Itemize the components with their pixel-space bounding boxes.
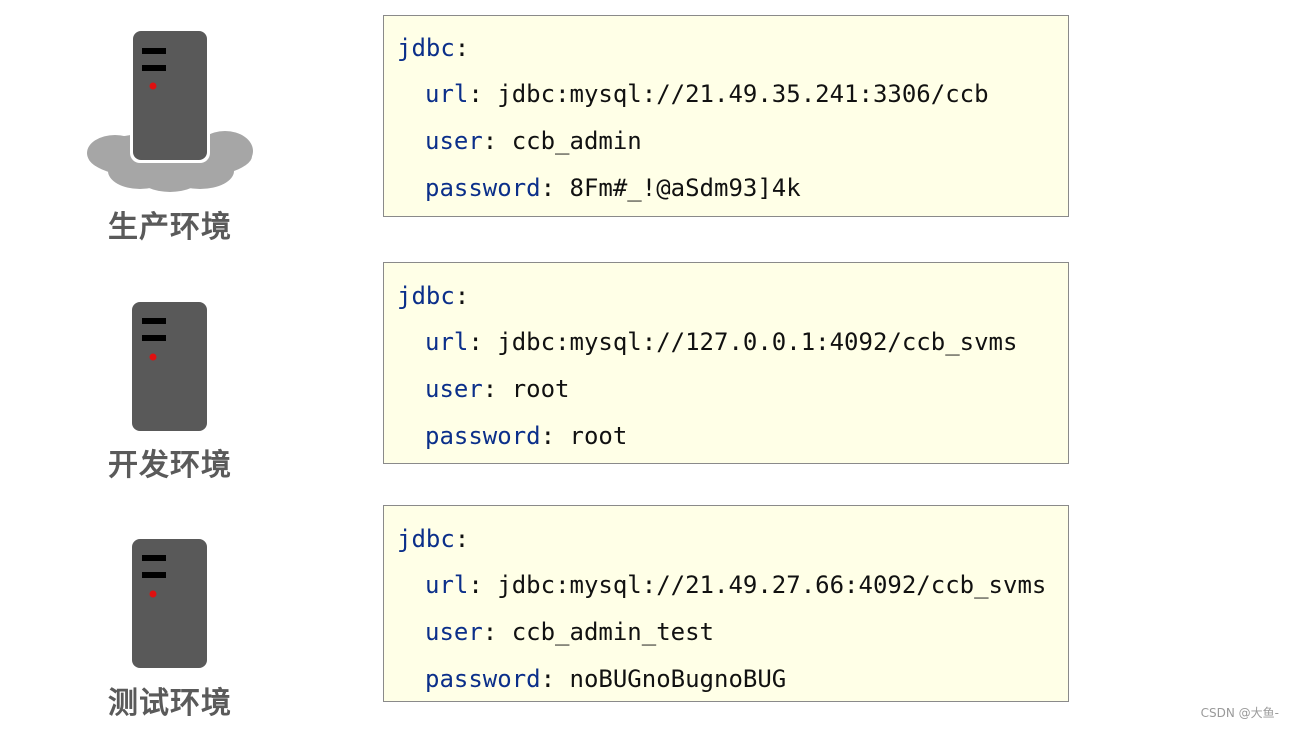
watermark: CSDN @大鱼- [1200, 706, 1279, 720]
config-root: jdbc: [397, 282, 470, 310]
yaml-value: jdbc:mysql://21.49.27.66:4092/ccb_svms [497, 571, 1047, 599]
server-icon [132, 302, 207, 431]
config-entry-url: url: jdbc:mysql://127.0.0.1:4092/ccb_svm… [425, 328, 1018, 356]
config-root: jdbc: [397, 34, 470, 62]
status-led [149, 353, 157, 361]
config-entry-user: user: ccb_admin_test [425, 618, 714, 646]
config-entry-url: url: jdbc:mysql://21.49.35.241:3306/ccb [425, 80, 989, 108]
yaml-key: password [425, 174, 541, 202]
config-entry-password: password: noBUGnoBugnoBUG [425, 665, 787, 693]
config-entry-user: user: ccb_admin [425, 127, 642, 155]
env-label: 生产环境 [108, 210, 232, 245]
server-body [132, 539, 207, 668]
yaml-key: password [425, 422, 541, 450]
yaml-value: root [511, 375, 570, 403]
server-body [132, 302, 207, 431]
yaml-key: url [425, 328, 469, 356]
yaml-value: ccb_admin_test [511, 618, 714, 646]
cloud-icon [87, 131, 253, 192]
yaml-value: root [569, 422, 628, 450]
yaml-key: user [425, 127, 483, 155]
config-box-testing: jdbc: url: jdbc:mysql://21.49.27.66:4092… [383, 505, 1069, 702]
yaml-value: ccb_admin [511, 127, 642, 155]
yaml-key: password [425, 665, 541, 693]
drive-bay [142, 572, 166, 578]
config-entry-password: password: 8Fm#_!@aSdm93]4k [425, 174, 801, 202]
yaml-key: jdbc [397, 282, 455, 310]
drive-bay [142, 318, 166, 324]
server-body [133, 31, 207, 160]
config-root: jdbc: [397, 525, 470, 553]
env-label: 开发环境 [108, 448, 232, 483]
drive-bay [142, 555, 166, 561]
drive-bay [142, 48, 166, 54]
yaml-value: noBUGnoBugnoBUG [569, 665, 787, 693]
yaml-value: jdbc:mysql://21.49.35.241:3306/ccb [497, 80, 989, 108]
config-entry-user: user: root [425, 375, 570, 403]
cloud-server-icon [87, 29, 253, 192]
drive-bay [142, 65, 166, 71]
config-entry-url: url: jdbc:mysql://21.49.27.66:4092/ccb_s… [425, 571, 1047, 599]
yaml-key: user [425, 375, 483, 403]
config-box-production: jdbc: url: jdbc:mysql://21.49.35.241:330… [383, 15, 1069, 217]
config-box-development: jdbc: url: jdbc:mysql://127.0.0.1:4092/c… [383, 262, 1069, 464]
config-entry-password: password: root [425, 422, 628, 450]
yaml-key: user [425, 618, 483, 646]
yaml-key: url [425, 80, 469, 108]
status-led [149, 82, 157, 90]
status-led [149, 590, 157, 598]
yaml-key: url [425, 571, 469, 599]
env-label: 测试环境 [108, 686, 232, 721]
yaml-key: jdbc [397, 525, 455, 553]
drive-bay [142, 335, 166, 341]
server-icon [132, 539, 207, 668]
yaml-value: jdbc:mysql://127.0.0.1:4092/ccb_svms [497, 328, 1018, 356]
yaml-value: 8Fm#_!@aSdm93]4k [569, 174, 801, 202]
yaml-key: jdbc [397, 34, 455, 62]
